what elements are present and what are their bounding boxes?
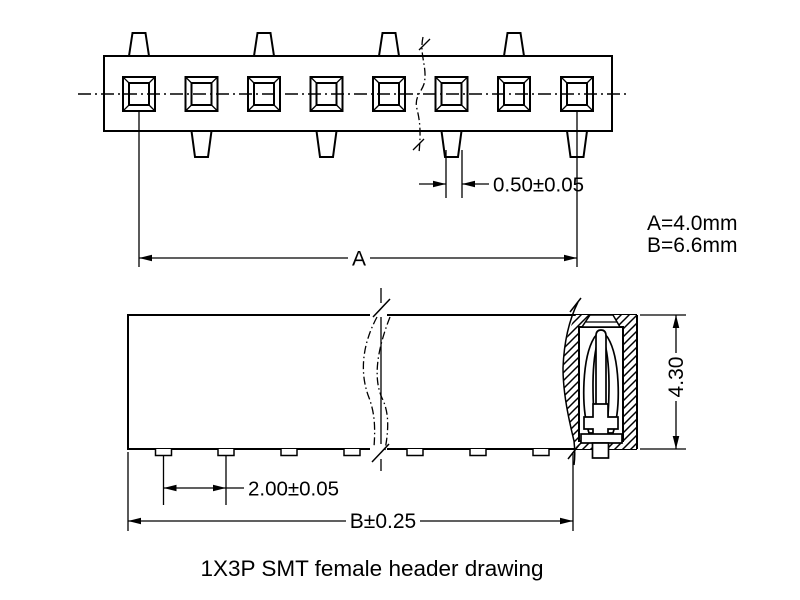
- female-contact: [580, 329, 623, 459]
- dim-body-length: B±0.25: [127, 452, 574, 533]
- smt-pad: [280, 448, 298, 457]
- polarization-tab-bottom: [440, 130, 463, 158]
- dim-body-length-label: B±0.25: [350, 510, 416, 533]
- smt-pad: [532, 448, 550, 457]
- dim-pad-pitch-label: 2.00±0.05: [248, 478, 339, 501]
- dim-row-span-label: A: [352, 248, 366, 271]
- housing-outline: [103, 55, 613, 132]
- section-cut-line: [562, 301, 579, 466]
- top-view: [78, 32, 630, 158]
- smt-pad: [343, 448, 361, 457]
- dim-row-span: A: [138, 112, 578, 271]
- contact-section: [562, 297, 638, 466]
- break-line-side-view: [362, 288, 391, 471]
- dim-body-height-label: 4.30: [665, 357, 688, 398]
- entry-chamfer: [580, 314, 622, 328]
- polarization-tab-top: [503, 32, 525, 57]
- note-a: A=4.0mm: [647, 212, 737, 235]
- dim-pin-width-label: 0.50±0.05: [493, 174, 584, 197]
- caption: 1X3P SMT female header drawing: [200, 556, 543, 581]
- contact-center-pin: [595, 329, 607, 419]
- break-line-top-view: [412, 36, 431, 154]
- polarization-tab-bottom: [190, 130, 213, 158]
- polarization-tab-bottom: [315, 130, 338, 158]
- polarization-tab-top: [378, 32, 400, 57]
- dim-pad-pitch: 2.00±0.05: [162, 456, 339, 505]
- dimension-notes: A=4.0mm B=6.6mm: [647, 212, 737, 257]
- smt-pad: [154, 448, 173, 457]
- contact-base-plate: [580, 433, 623, 444]
- polarization-tab-top: [253, 32, 275, 57]
- body-outline: [127, 314, 637, 450]
- dim-body-height: 4.30: [640, 314, 688, 450]
- side-view: [127, 288, 638, 471]
- smt-pad: [217, 448, 235, 457]
- dim-pin-width: 0.50±0.05: [419, 150, 584, 198]
- smt-pad: [469, 448, 487, 457]
- note-b: B=6.6mm: [647, 234, 737, 257]
- smt-pad: [406, 448, 424, 457]
- polarization-tab-top: [128, 32, 150, 57]
- contact-solder-foot: [591, 442, 610, 459]
